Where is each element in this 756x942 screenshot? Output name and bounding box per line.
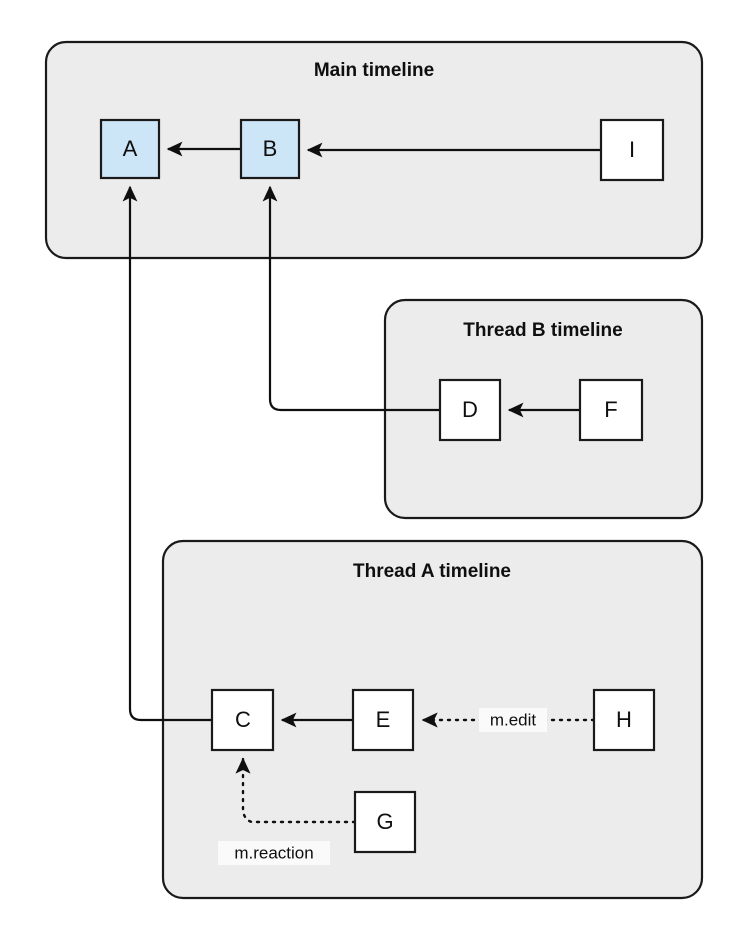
node-d-box[interactable] <box>438 378 502 442</box>
node-f-label: F <box>604 397 617 422</box>
node-i-box[interactable] <box>599 118 665 182</box>
node-d[interactable]: D <box>438 378 502 442</box>
node-i[interactable]: I <box>599 118 665 182</box>
edges-layer <box>122 141 601 824</box>
node-b-box[interactable] <box>239 118 301 180</box>
edge-label-m-edit-text: m.edit <box>490 710 537 729</box>
node-g[interactable]: G <box>353 790 417 854</box>
node-e-label: E <box>376 707 391 732</box>
node-e-box[interactable] <box>351 688 415 752</box>
node-g-label: G <box>376 809 393 834</box>
group-containers: Main timeline Thread B timeline Thread A… <box>44 40 704 900</box>
node-i-label: I <box>629 137 635 162</box>
node-g-box[interactable] <box>353 790 417 854</box>
node-d-label: D <box>462 397 478 422</box>
node-b[interactable]: B <box>239 118 301 180</box>
node-h[interactable]: H <box>592 688 656 752</box>
group-title-thread-b: Thread B timeline <box>463 320 622 341</box>
edge-label-m-edit: m.edit <box>479 708 547 732</box>
edge-g-to-c <box>235 757 357 824</box>
nodes-layer: A B I D F C E <box>99 118 665 854</box>
edge-labels-layer: m.edit m.reaction <box>218 708 547 865</box>
node-h-box[interactable] <box>592 688 656 752</box>
node-e[interactable]: E <box>351 688 415 752</box>
node-f-box[interactable] <box>578 378 644 442</box>
node-a-label: A <box>123 136 138 161</box>
node-h-label: H <box>616 707 632 732</box>
node-c-box[interactable] <box>210 688 275 752</box>
edge-label-m-edit-bg <box>479 708 547 732</box>
edge-label-m-reaction-bg <box>218 841 330 865</box>
edge-label-m-reaction: m.reaction <box>218 841 330 865</box>
node-a[interactable]: A <box>99 118 161 180</box>
node-c-label: C <box>235 707 251 732</box>
group-title-thread-a: Thread A timeline <box>353 561 511 582</box>
node-c[interactable]: C <box>210 688 275 752</box>
edge-c-to-a <box>122 185 212 722</box>
node-f[interactable]: F <box>578 378 644 442</box>
group-title-main: Main timeline <box>314 60 434 81</box>
edge-d-to-b <box>262 185 440 412</box>
node-b-label: B <box>263 136 278 161</box>
node-a-box[interactable] <box>99 118 161 180</box>
edge-label-m-reaction-text: m.reaction <box>234 843 313 862</box>
